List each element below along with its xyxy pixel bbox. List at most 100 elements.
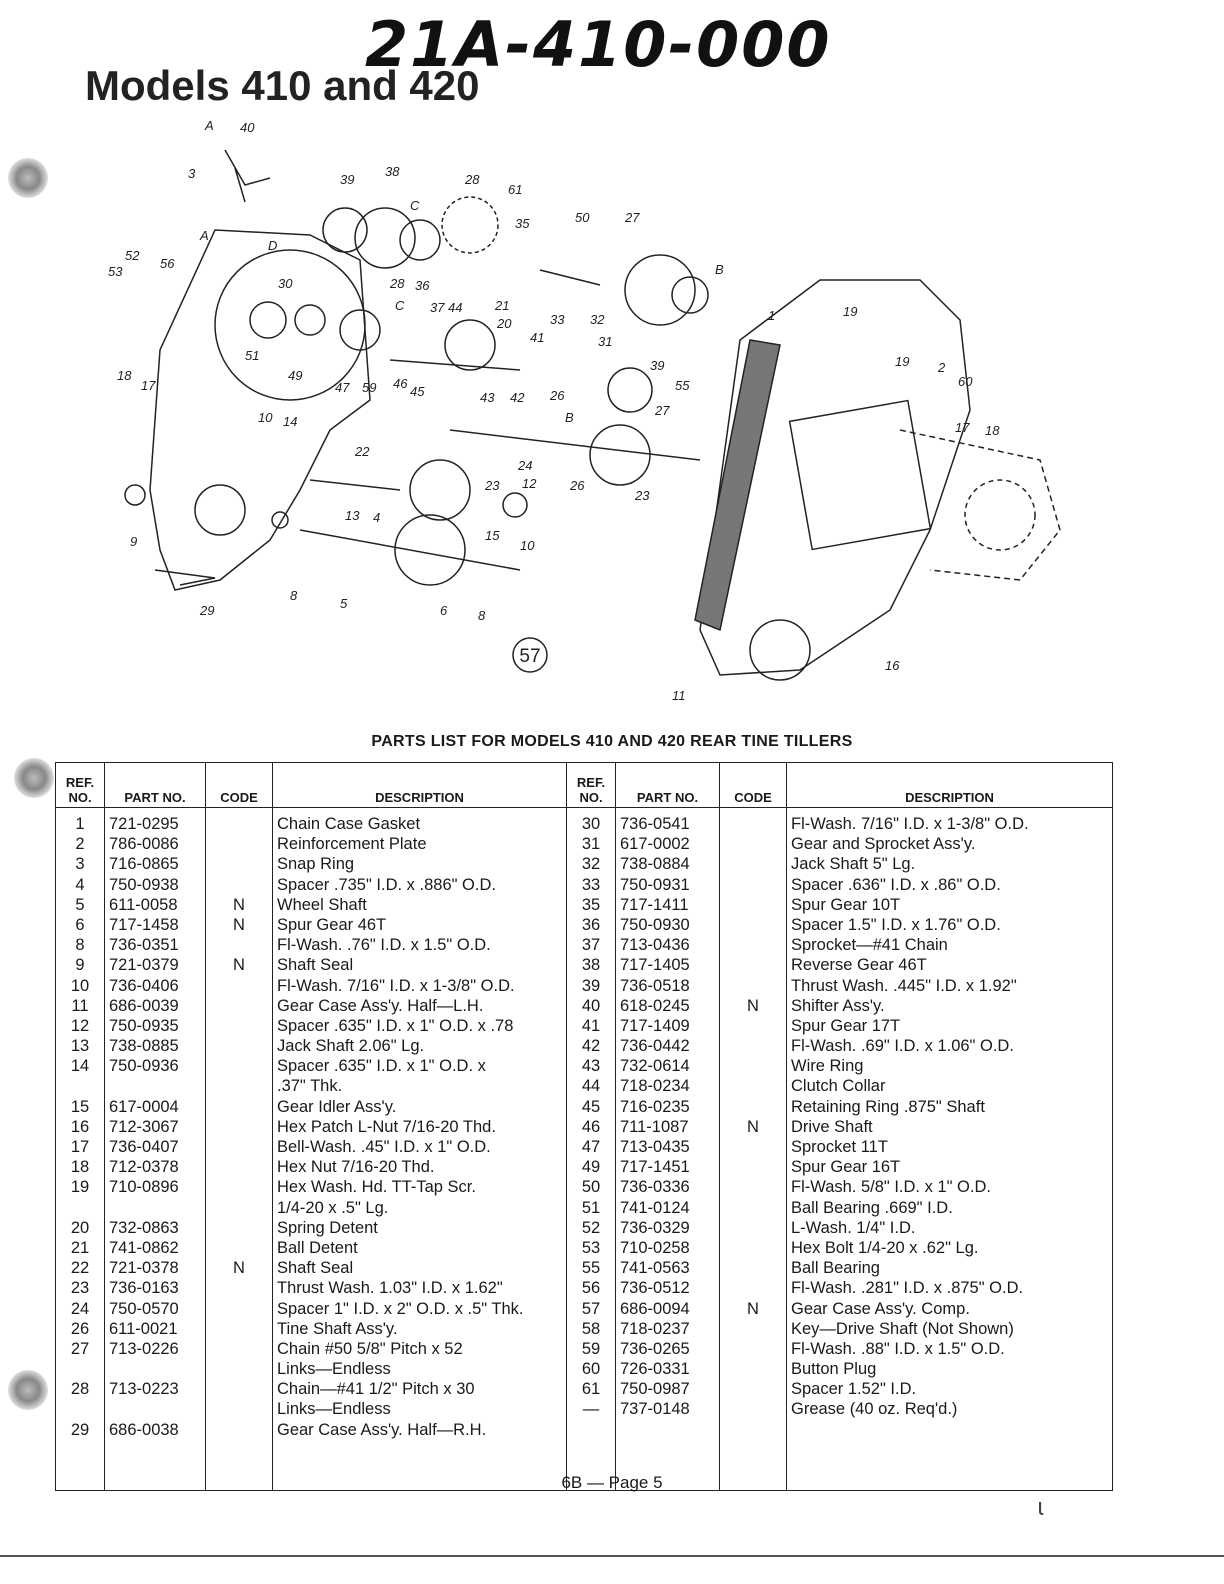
tine-edge xyxy=(154,569,216,586)
code xyxy=(210,1299,268,1319)
svg-text:26: 26 xyxy=(549,388,565,403)
svg-text:22: 22 xyxy=(354,444,370,459)
svg-text:18: 18 xyxy=(985,423,1000,438)
svg-text:18: 18 xyxy=(117,368,132,383)
code: N xyxy=(233,1259,245,1278)
ref-no: 23 xyxy=(70,1279,90,1298)
ref-no: 56 xyxy=(581,1279,601,1298)
ref-no: 28 xyxy=(70,1380,90,1399)
svg-text:27: 27 xyxy=(624,210,640,225)
code xyxy=(210,1016,268,1036)
code xyxy=(724,834,782,854)
spacer-line xyxy=(210,1359,268,1379)
ref-no: 47 xyxy=(581,1138,601,1156)
part-no: 738-0885 xyxy=(109,1037,179,1056)
header-ref-2: REF. NO. xyxy=(566,762,616,808)
washer-8 xyxy=(271,511,289,529)
description: Fl-Wash. 7/16" I.D. x 1-3/8" O.D. xyxy=(277,976,515,995)
svg-text:41: 41 xyxy=(530,330,544,345)
part-no: 713-0436 xyxy=(620,936,690,955)
svg-text:26: 26 xyxy=(569,478,585,493)
figure-number: 57 xyxy=(519,646,540,667)
code xyxy=(724,854,782,874)
svg-text:C: C xyxy=(395,298,405,313)
page-footer: 6B — Page 5 xyxy=(561,1473,663,1492)
svg-text:23: 23 xyxy=(484,478,500,493)
part-no: 711-1087 xyxy=(620,1117,689,1136)
figure-number-circle xyxy=(512,637,548,673)
binder-hole xyxy=(8,1370,48,1410)
code xyxy=(210,875,268,895)
code xyxy=(724,1218,782,1238)
part-no: 750-0938 xyxy=(109,875,179,894)
description: Shaft Seal xyxy=(277,956,354,975)
code xyxy=(724,1379,782,1399)
ref-no: 46 xyxy=(581,1117,601,1136)
description: Tine Shaft Ass'y. xyxy=(277,1319,398,1338)
description: Links—Endless xyxy=(277,1400,391,1419)
part-no: 732-0614 xyxy=(620,1057,690,1076)
wheel-shaft xyxy=(299,529,521,571)
code xyxy=(210,1097,268,1117)
code xyxy=(210,1177,268,1197)
description: Hex Wash. Hd. TT-Tap Scr. xyxy=(277,1178,476,1197)
ref-no: 14 xyxy=(70,1057,90,1076)
ref-no: 59 xyxy=(581,1339,601,1358)
svg-text:4: 4 xyxy=(373,510,380,525)
svg-text:A: A xyxy=(199,228,209,243)
description: L-Wash. 1/4" I.D. xyxy=(791,1218,916,1237)
code xyxy=(724,1076,782,1096)
svg-text:43: 43 xyxy=(480,390,495,405)
description: Ball Bearing xyxy=(791,1259,880,1278)
header-code-2: CODE xyxy=(719,762,787,808)
code xyxy=(724,1016,782,1036)
ref-no: 52 xyxy=(581,1218,601,1237)
svg-text:60: 60 xyxy=(958,374,973,389)
part-no: 750-0931 xyxy=(620,875,690,894)
part-no: 712-3067 xyxy=(109,1117,179,1136)
ref-no: 17 xyxy=(70,1138,90,1156)
spacer-line xyxy=(109,1359,201,1379)
description: Wheel Shaft xyxy=(277,895,367,914)
code xyxy=(724,1258,782,1278)
ref-no: 39 xyxy=(581,976,601,995)
spacer-12 xyxy=(502,492,528,518)
description: Spring Detent xyxy=(277,1218,378,1237)
code xyxy=(210,1036,268,1056)
parts-list-title: PARTS LIST FOR MODELS 410 AND 420 REAR T… xyxy=(371,733,853,750)
part-no: 750-0935 xyxy=(109,1016,179,1035)
svg-text:49: 49 xyxy=(288,368,302,383)
ref-no: 20 xyxy=(70,1218,90,1237)
description: Thrust Wash. .445" I.D. x 1.92" xyxy=(791,976,1017,995)
svg-text:46: 46 xyxy=(393,376,408,391)
svg-text:6: 6 xyxy=(440,603,448,618)
svg-text:8: 8 xyxy=(290,588,298,603)
svg-text:31: 31 xyxy=(598,334,612,349)
part-no: 736-0351 xyxy=(109,936,179,955)
part-no: 741-0563 xyxy=(620,1259,690,1278)
header-part: PART NO. xyxy=(104,762,206,808)
part-no: 750-0936 xyxy=(109,1057,179,1076)
description: Reinforcement Plate xyxy=(277,835,427,854)
spacer-line xyxy=(210,1198,268,1218)
description: Hex Bolt 1/4-20 x .62" Lg. xyxy=(791,1238,979,1257)
part-no: 717-1411 xyxy=(620,895,689,914)
svg-text:17: 17 xyxy=(141,378,156,393)
description: Bell-Wash. .45" I.D. x 1" O.D. xyxy=(277,1138,491,1156)
ref-no: 57 xyxy=(581,1299,601,1318)
ref-no: 21 xyxy=(70,1238,90,1257)
ref-no: 11 xyxy=(71,996,89,1015)
code: N xyxy=(233,915,245,934)
description: Spacer .636" I.D. x .86" O.D. xyxy=(791,875,1001,894)
spur-gear-46t xyxy=(394,514,466,586)
description: Sprocket—#41 Chain xyxy=(791,936,948,955)
part-no: 611-0058 xyxy=(109,895,178,914)
svg-text:53: 53 xyxy=(108,264,123,279)
description: Spacer 1.5" I.D. x 1.76" O.D. xyxy=(791,915,1001,934)
part-no: 718-0234 xyxy=(620,1077,690,1096)
code xyxy=(724,1056,782,1076)
part-no: 721-0295 xyxy=(109,815,179,833)
svg-text:8: 8 xyxy=(478,608,486,623)
